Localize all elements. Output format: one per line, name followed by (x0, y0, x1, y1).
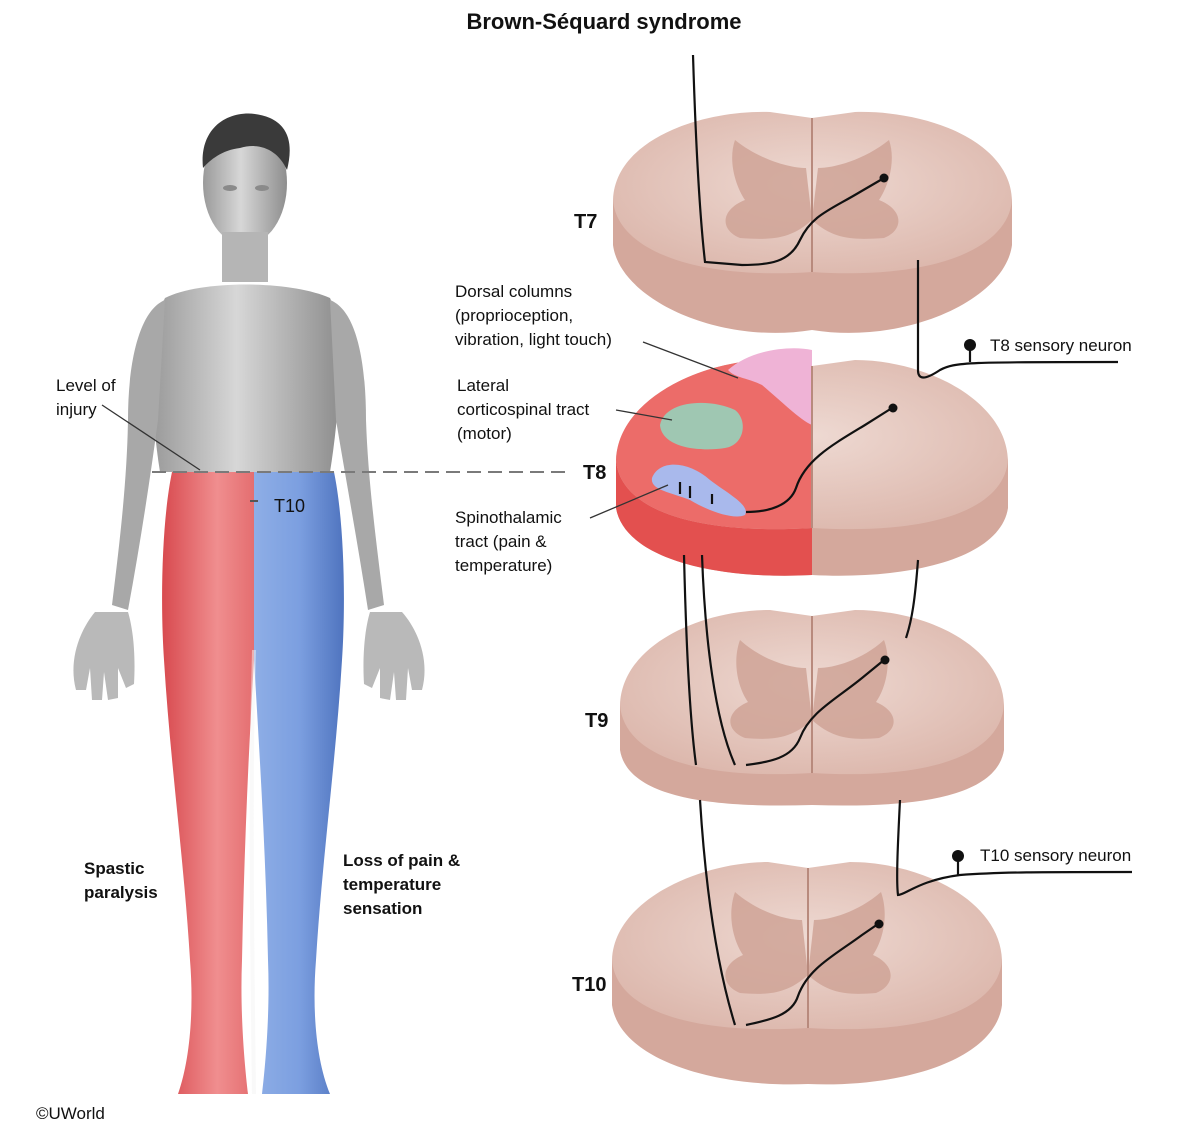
level-of-injury-label: Level of injury (56, 376, 116, 419)
t7-synapse (879, 173, 889, 183)
cord-section-t10 (612, 862, 1002, 1085)
pathways (678, 54, 1133, 1027)
eye (255, 185, 269, 191)
cord-section-t8 (616, 348, 1008, 576)
t10-dorsal-root-fiber (896, 799, 1133, 897)
right-arm (112, 300, 165, 610)
neck (222, 232, 268, 282)
t8-crossing-fiber (745, 407, 893, 514)
segment-label-t7: T7 (574, 211, 598, 233)
spinothalamic-leader (589, 484, 669, 519)
diagram-title: Brown-Séquard syndrome (466, 9, 742, 34)
t10-crossing-fiber (745, 923, 879, 1027)
grey-matter (725, 140, 899, 239)
t8-synapse (888, 403, 898, 413)
dermatome-label: T10 (274, 496, 306, 516)
segment-label-t9: T9 (585, 710, 609, 732)
t10-sensory-neuron-label: T10 sensory neuron (980, 846, 1132, 865)
eye (223, 185, 237, 191)
grey-matter (730, 640, 894, 739)
t9-synapse (880, 655, 890, 665)
spinothalamic-pathway (691, 54, 885, 267)
leg-gap (249, 649, 256, 1095)
segment-label-t10: T10 (572, 974, 607, 996)
dorsal-columns-label: Dorsal columns (proprioception, vibratio… (455, 282, 612, 349)
torso (152, 284, 340, 472)
hair (202, 113, 290, 170)
left-hand (363, 612, 425, 700)
t8-neuron-soma (964, 339, 976, 351)
descending-fiber-1 (682, 554, 698, 766)
right-hand (73, 612, 135, 700)
t10-synapse (874, 919, 884, 929)
loss-of-pain-temperature-label: Loss of pain & temperature sensation (343, 851, 461, 918)
copyright: ©UWorld (36, 1104, 105, 1123)
cord-section-t7 (613, 111, 1012, 333)
cord-section-t9 (620, 610, 1004, 806)
segment-label-t8: T8 (583, 462, 607, 484)
t8-to-t9-fiber (904, 559, 920, 639)
t8-dorsal-root-fiber (916, 260, 1119, 379)
human-figure (73, 113, 572, 1095)
dorsal-columns (728, 348, 812, 425)
t8-sensory-neuron-label: T8 sensory neuron (990, 336, 1132, 355)
lateral-corticospinal-label: Lateral corticospinal tract (motor) (457, 376, 590, 443)
corticospinal-leader (615, 409, 673, 421)
injury-leader-line (101, 404, 201, 471)
t9-crossing-fiber (745, 659, 885, 767)
left-arm (330, 300, 384, 610)
paralysis-region (162, 472, 254, 1094)
sensory-loss-region (254, 472, 344, 1094)
dorsal-columns-leader (642, 341, 739, 379)
lateral-corticospinal-tract (660, 402, 743, 450)
spastic-paralysis-label: Spastic paralysis (84, 859, 158, 902)
grey-matter (725, 892, 891, 994)
descending-fiber-2 (700, 554, 737, 766)
leader-lines (589, 341, 739, 519)
spinothalamic-label: Spinothalamic tract (pain & temperature) (455, 508, 562, 575)
descending-fiber-3 (698, 799, 737, 1026)
neuron-somas (874, 173, 976, 929)
t10-neuron-soma (952, 850, 964, 862)
spinothalamic-tract (651, 464, 746, 517)
